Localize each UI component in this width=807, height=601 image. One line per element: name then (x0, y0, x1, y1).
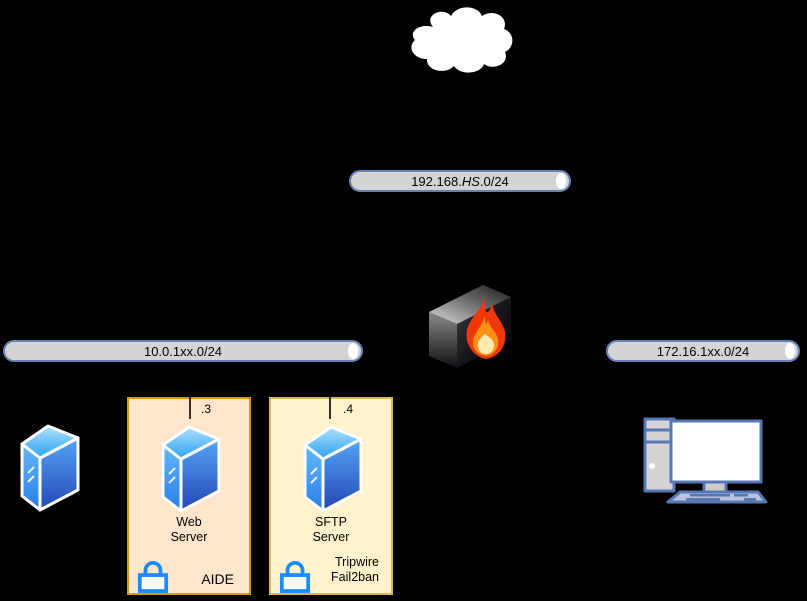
server-tower-icon (299, 417, 367, 513)
node-label: SFTP Server (312, 515, 350, 544)
web-server-zone: .3 Web Server AIDE (127, 397, 251, 595)
network-segment-lan: 10.0.1xx.0/24 (3, 340, 363, 362)
flame-core (477, 334, 494, 354)
firewall-icon (429, 285, 511, 368)
host-address: .3 (201, 402, 212, 416)
security-tool-label: Tripwire Fail2ban (331, 555, 379, 584)
segment-label-wan: 192.168.HS.0/24 (411, 173, 509, 189)
sftp-server-zone: .4 SFTP Server Tripwire Fail2ban (269, 397, 393, 595)
segment-endcap (348, 343, 358, 359)
internet-cloud-icon (411, 7, 513, 73)
segment-endcap (556, 173, 566, 189)
network-segment-wan: 192.168.HS.0/24 (349, 170, 571, 192)
security-tool-label: AIDE (201, 571, 234, 587)
segment-endcap (785, 343, 795, 359)
padlock-icon (279, 558, 311, 594)
host-address: .4 (343, 402, 354, 416)
server-tower-icon (16, 416, 84, 512)
network-segment-mgmt: 172.16.1xx.0/24 (606, 340, 800, 362)
segment-label-mgmt: 172.16.1xx.0/24 (656, 343, 750, 359)
segment-label-lan: 10.0.1xx.0/24 (143, 343, 223, 359)
node-label: Web Server (170, 515, 208, 544)
desktop-computer-icon (643, 417, 768, 504)
padlock-icon (137, 558, 169, 594)
server-tower-icon (157, 417, 225, 513)
